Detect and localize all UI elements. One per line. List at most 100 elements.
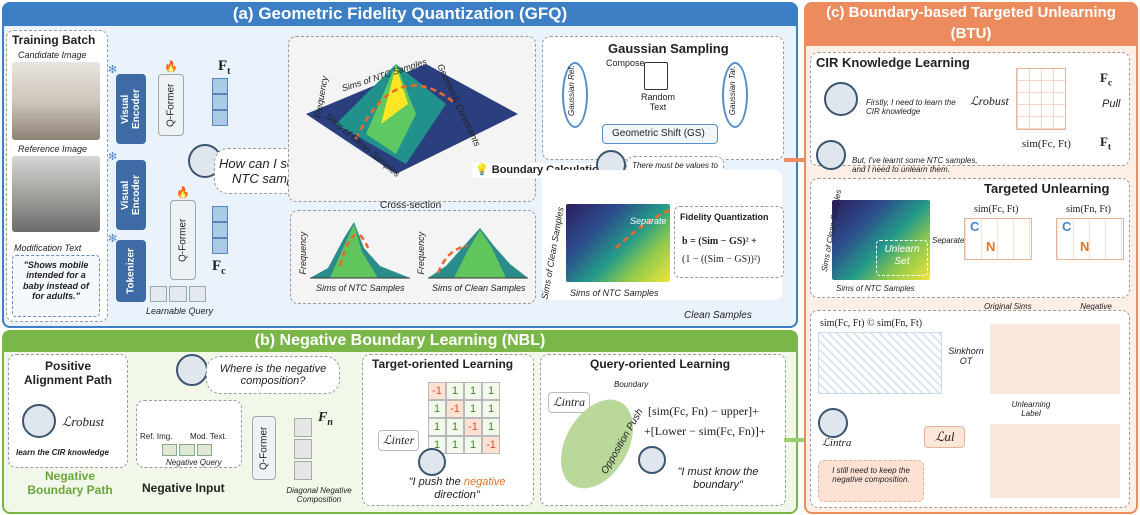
push-neg-label: "I push the negative direction" [408, 476, 506, 501]
separate-curve [615, 208, 671, 249]
l-inter-label: ℒinter [378, 430, 420, 451]
gaussian-sampling-title: Gaussian Sampling [608, 41, 729, 56]
unlearning-label: Unlearning Label [1011, 400, 1051, 419]
pull-label: Pull [1102, 98, 1121, 110]
c-letter: C [970, 219, 980, 234]
fire-icon: 🔥 [164, 61, 178, 73]
where-neg-bubble: Where is the negative composition? [206, 356, 340, 394]
fire-icon: 🔥 [176, 187, 190, 199]
robot-icon [816, 140, 846, 170]
learnable-query-blocks [150, 286, 206, 302]
learn-cir-label: learn the CIR knowledge [16, 448, 109, 457]
cross-section-ntc [310, 222, 410, 279]
modification-text-box [12, 255, 100, 317]
matrix-cell: 1 [464, 400, 482, 418]
neg-query-blocks [162, 444, 212, 456]
l-intra-c: ℒintra [822, 437, 852, 449]
matrix-cell: 1 [464, 382, 482, 400]
candidate-image [12, 62, 100, 140]
query-formula-1: [sim(Fc, Fn) − upper]+ [648, 404, 759, 418]
matrix-cell: -1 [464, 418, 482, 436]
sim-fn-ft: sim(Fn, Ft) [1066, 204, 1112, 215]
compose-label: Compose [606, 58, 645, 68]
robot-icon [818, 408, 848, 438]
snowflake-icon: ✻ [108, 64, 118, 76]
lightbulb-icon: 💡 [475, 164, 489, 176]
fc-label: Fc [212, 258, 226, 277]
unlearn-set-label: Unlearn Set [884, 244, 920, 267]
knowledge-grid [1016, 68, 1066, 130]
fidelity-label: Fidelity Quantization [680, 212, 769, 222]
original-sims-label: Original Sims [984, 302, 1032, 311]
positive-path-label: Positive Alignment Path [23, 359, 112, 387]
c-letter: C [1062, 219, 1072, 234]
gaussian-ref-ellipse [562, 62, 588, 128]
l-robust-c: ℒrobust [970, 94, 1009, 108]
l-ul-label: ℒul [924, 426, 966, 448]
ot-matrix-bottom [990, 424, 1120, 498]
matrix-cell: -1 [446, 400, 464, 418]
document-icon [644, 62, 668, 90]
cross-section-clean [428, 228, 528, 279]
matrix-cell: 1 [482, 418, 500, 436]
fidelity-formula-1: b = (Sim − GS)² + [682, 236, 757, 247]
mod-text-label: Mod. Text. [190, 432, 227, 441]
matrix-cell: 1 [446, 418, 464, 436]
separate-label: Separate [630, 216, 667, 226]
cs-clean-xlabel: Sims of Clean Samples [432, 283, 526, 293]
fidelity-box [674, 206, 784, 278]
panel-b-title: (b) Negative Boundary Learning (NBL) [2, 330, 798, 352]
matrix-cell: 1 [464, 436, 482, 454]
ft-label: Ft [218, 58, 231, 77]
learnable-query-label: Learnable Query [146, 306, 214, 316]
geometric-shift-box [602, 124, 718, 144]
reference-image [12, 156, 100, 232]
panel-c-title: (c) Boundary-based Targeted Unlearning (… [804, 2, 1138, 46]
must-know-label: "I must know the boundary" [677, 466, 759, 491]
targeted-unlearning-label: Targeted Unlearning [984, 181, 1110, 196]
ft-c-label: Ft [1100, 134, 1111, 152]
tu-xlabel: Sims of NTC Samples [836, 284, 915, 293]
robot-icon [418, 448, 446, 476]
n-letter: N [986, 239, 996, 254]
sinkhorn-label: Sinkhorn OT [948, 346, 984, 367]
clean-samples-label: Clean Samples [684, 310, 752, 321]
ft-feature [212, 78, 228, 94]
fc-feature [212, 206, 228, 222]
matrix-cell: 1 [428, 400, 446, 418]
gaussian-tar-ellipse [722, 62, 748, 128]
diag-neg-label: Diagonal Negative Composition [286, 486, 352, 505]
surface-plot [306, 64, 518, 174]
cross-section-label: Cross-section [380, 200, 442, 211]
matrix-cell: 1 [482, 382, 500, 400]
fc-feature [212, 238, 228, 254]
c-n-grid-2 [1056, 218, 1124, 260]
concat-label: sim(Fc, Ft) © sim(Fn, Ft) [820, 318, 923, 329]
ot-matrix-top [990, 324, 1120, 394]
query-oriented-label: Query-oriented Learning [590, 357, 731, 371]
still-need-bubble [818, 460, 924, 502]
cs-ntc-xlabel: Sims of NTC Samples [316, 283, 405, 293]
separate-c-label: Separate [932, 236, 965, 245]
boundary-label: Boundary [614, 380, 649, 389]
sim-fc-ft-2: sim(Fc, Ft) [974, 204, 1019, 215]
matrix-cell: 1 [446, 436, 464, 454]
ft-feature [212, 110, 228, 126]
candidate-image-label: Candidate Image [18, 50, 87, 60]
cir-knowledge-box [810, 52, 1130, 166]
geometric-shift-label: Geometric Shift (GS) [612, 128, 705, 139]
but-learnt-label: But, I've learnt some NTC samples, and I… [852, 156, 978, 175]
matrix-cell: 1 [428, 418, 446, 436]
query-formula-2: +[Lower − sim(Fc, Fn)]+ [644, 424, 766, 438]
snowflake-icon: ✻ [108, 151, 118, 163]
l-robust-label: ℒrobust [62, 414, 105, 429]
modification-text-label: Modification Text [14, 243, 82, 253]
fc-feature [212, 222, 228, 238]
matrix-cell: 1 [446, 382, 464, 400]
fc-c-label: Fc [1100, 70, 1112, 88]
reference-image-label: Reference Image [18, 144, 88, 154]
robot-icon [824, 82, 858, 116]
matrix-cell: 1 [482, 400, 500, 418]
